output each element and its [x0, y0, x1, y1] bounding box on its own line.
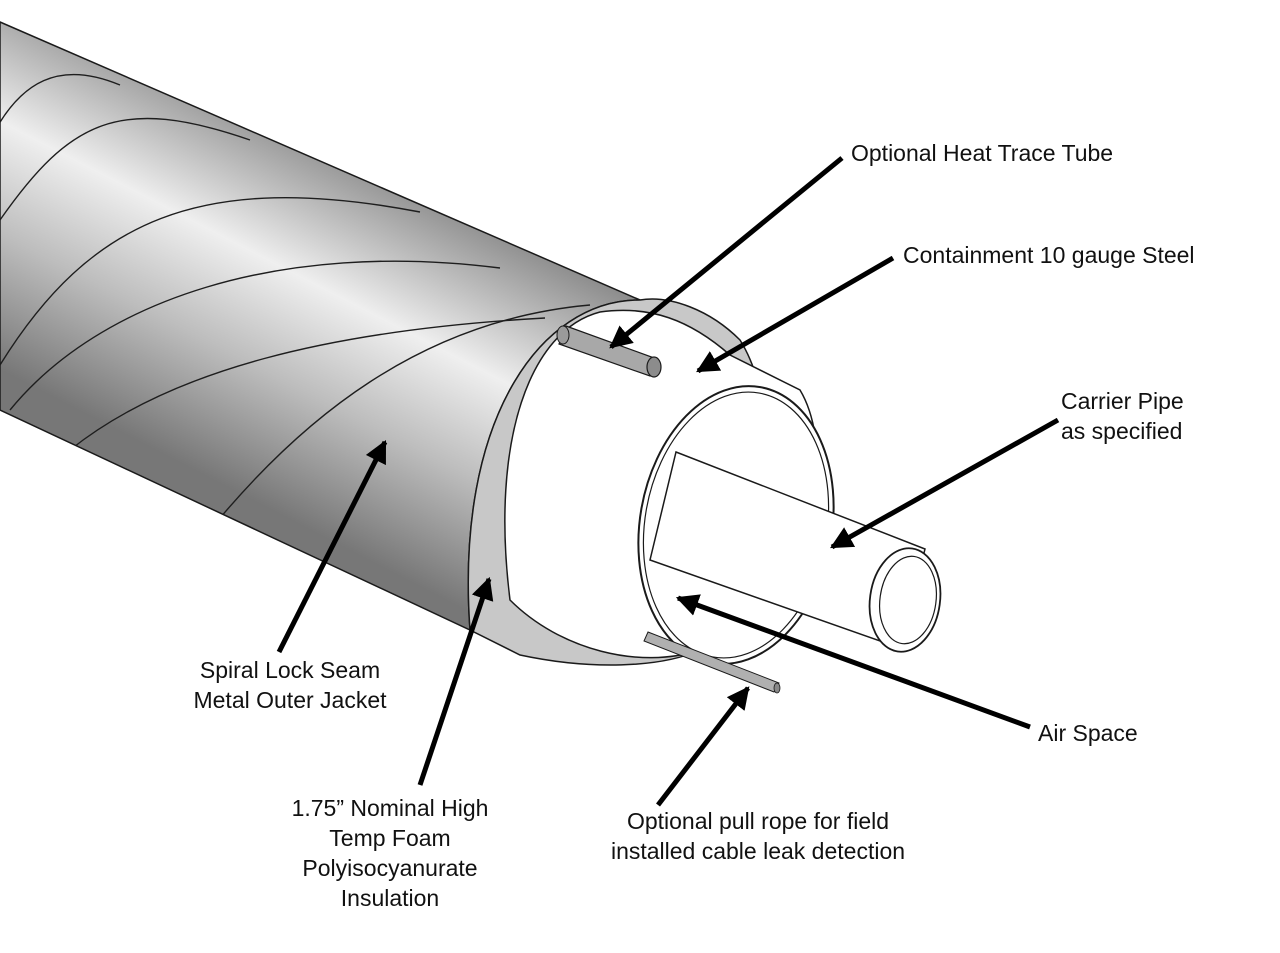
arrow-air-space — [675, 594, 1031, 730]
label-air-space: Air Space — [1038, 720, 1138, 746]
label-pull-rope-line1: Optional pull rope for field — [626, 808, 890, 834]
arrow-carrier-pipe — [830, 417, 1060, 550]
spiral-seam-lines — [0, 73, 591, 531]
label-insulation-line4: Insulation — [340, 885, 440, 911]
label-pull-rope: Optional pull rope for field installed c… — [588, 806, 928, 866]
arrow-pull-rope — [656, 686, 750, 807]
arrow-heat-trace — [609, 156, 844, 349]
carrier-pipe — [649, 450, 942, 653]
label-foam-insulation: 1.75” Nominal High Temp Foam Polyisocyan… — [270, 793, 510, 913]
label-containment-steel: Containment 10 gauge Steel — [903, 242, 1195, 268]
label-pull-rope-line2: installed cable leak detection — [610, 838, 906, 864]
label-insulation-line1: 1.75” Nominal High — [291, 795, 489, 821]
label-outer-jacket-line1: Spiral Lock Seam — [199, 657, 381, 683]
label-insulation-line2: Temp Foam — [329, 825, 451, 851]
label-carrier-pipe-line2: as specified — [1061, 418, 1183, 444]
label-carrier-pipe: Carrier Pipe as specified — [1061, 386, 1184, 446]
label-outer-jacket-line2: Metal Outer Jacket — [193, 687, 387, 713]
label-insulation-line3: Polyisocyanurate — [302, 855, 478, 881]
label-outer-jacket: Spiral Lock Seam Metal Outer Jacket — [170, 655, 410, 715]
arrow-containment — [696, 255, 895, 374]
leader-arrows — [276, 156, 1060, 807]
label-heat-trace-tube: Optional Heat Trace Tube — [851, 140, 1114, 166]
arrow-outer-jacket — [276, 439, 388, 654]
label-carrier-pipe-line1: Carrier Pipe — [1061, 388, 1184, 414]
pull-rope — [643, 631, 781, 694]
arrow-insulation — [417, 576, 494, 786]
